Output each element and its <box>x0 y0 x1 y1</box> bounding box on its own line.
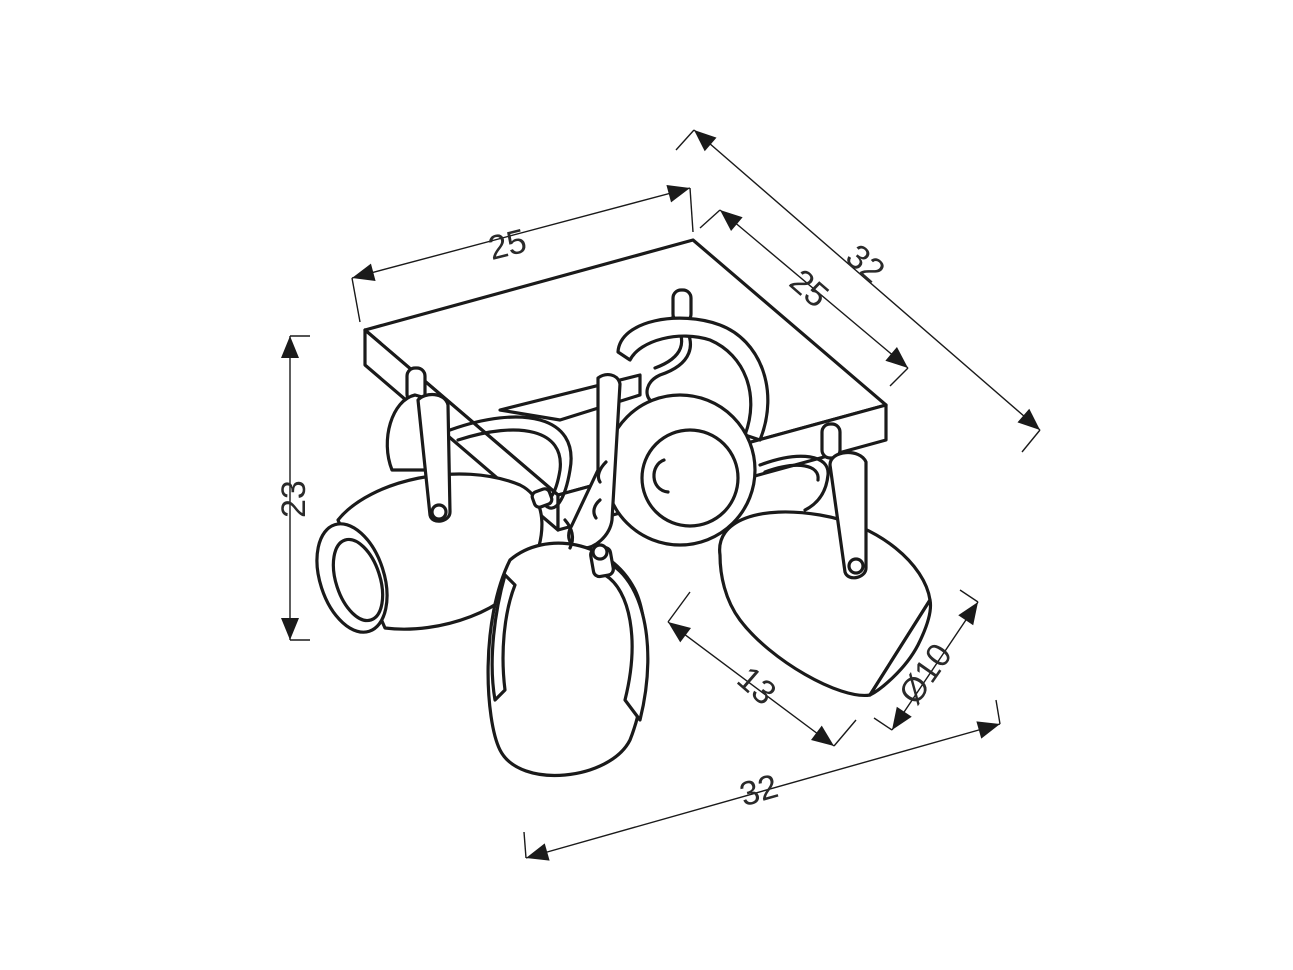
dimension-arrowhead <box>281 336 299 358</box>
dim-label-top-depth: 25 <box>782 262 835 315</box>
dimension-extension-line <box>351 277 361 323</box>
dim-line-shade-dia <box>891 601 979 731</box>
dim-line-bottom-width <box>525 723 1001 859</box>
dimension-extension-line <box>667 591 691 623</box>
dim-label-top-diagonal: 32 <box>838 237 891 290</box>
dimension-extension-line <box>523 831 527 859</box>
dimension-arrowhead <box>892 706 912 730</box>
dimension-arrowhead <box>526 843 550 861</box>
dimension-extension-line <box>675 129 695 151</box>
mount-post-right <box>820 422 842 460</box>
dimension-extension-line <box>1021 429 1041 453</box>
dimension-arrowhead <box>976 721 1000 739</box>
dim-line-top-width <box>351 187 691 279</box>
dimension-lines <box>281 129 1041 861</box>
dimension-arrowhead <box>666 184 690 203</box>
dimension-extension-line <box>873 717 893 731</box>
lamp-left <box>315 393 554 634</box>
dim-line-top-depth <box>719 209 909 369</box>
lamp-link-bracket <box>567 373 622 550</box>
dim-label-height: 23 <box>275 480 313 518</box>
dimension-arrowhead <box>810 725 834 746</box>
lamp-back <box>603 316 770 547</box>
dimension-arrowhead <box>885 346 908 368</box>
dimension-arrowhead <box>1017 408 1040 430</box>
dimension-extension-line <box>889 367 909 387</box>
dim-label-arm-length: 13 <box>730 659 783 712</box>
dimension-arrowhead <box>958 602 978 626</box>
lamp-front <box>486 518 650 778</box>
dimension-extension-line <box>995 699 1001 725</box>
dimension-extension-line <box>689 187 694 233</box>
lamp-right <box>718 451 933 697</box>
dim-label-top-width: 25 <box>484 222 530 268</box>
dim-line-arm-length <box>667 621 835 747</box>
dimension-extension-line <box>833 719 857 747</box>
dimension-extension-line <box>959 589 979 603</box>
dimension-arrowhead <box>281 618 299 640</box>
dim-label-bottom-width: 32 <box>735 767 782 814</box>
dimension-arrowhead <box>668 622 692 643</box>
dimension-arrowhead <box>694 130 717 152</box>
dimension-extension-line <box>699 209 721 229</box>
dimension-arrowhead <box>352 263 376 282</box>
dimension-arrowhead <box>720 210 743 232</box>
dim-line-top-diagonal <box>693 129 1041 431</box>
